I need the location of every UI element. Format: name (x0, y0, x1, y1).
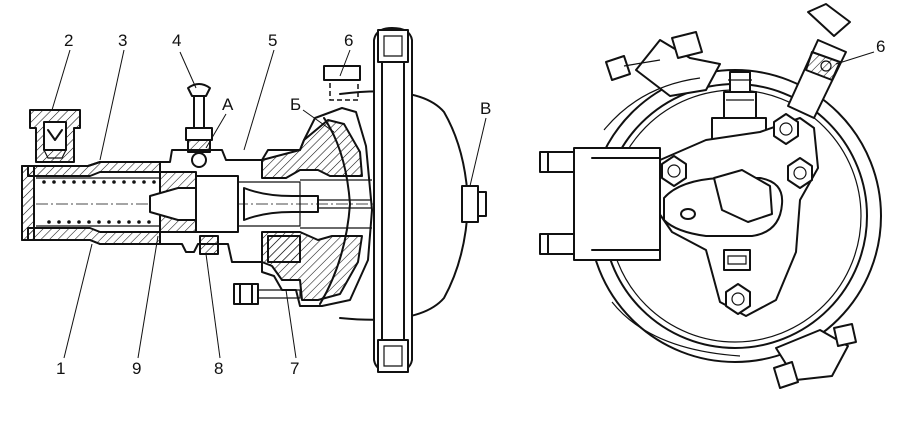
cylinder-wall-bottom (27, 227, 161, 245)
release-lever (787, 3, 851, 119)
cylinder-body-outline (21, 107, 373, 307)
bleeder-valve (185, 83, 213, 168)
label-part-8: 8 (214, 359, 223, 378)
label-1-part-2: 2 (64, 31, 73, 50)
reservoir-fitting (29, 109, 81, 163)
clamp-ear-bottom (773, 323, 857, 389)
label-zone-v: В (480, 99, 491, 118)
label-part-4: 4 (172, 31, 181, 50)
bottom-fitting (723, 249, 751, 271)
label-part-1: 1 (56, 359, 65, 378)
label-part-7: 7 (290, 359, 299, 378)
label-part-6: 6 (344, 31, 353, 50)
plug-body (323, 65, 361, 81)
leader-lines (51, 49, 875, 359)
label-part-9: 9 (132, 359, 141, 378)
label-part-3: 3 (118, 31, 127, 50)
flange-nut-top (773, 113, 799, 145)
sectional-view (21, 27, 487, 373)
callout-labels: 2 3 4 5 6 А Б В 1 9 8 7 6 (56, 31, 885, 378)
side-cylinder (539, 147, 661, 261)
cylinder-end-cap (21, 165, 35, 241)
label-part-5: 5 (268, 31, 277, 50)
coil-spring (36, 177, 160, 227)
plug-hidden-outline (329, 79, 359, 101)
flange-nut-left (661, 155, 687, 187)
cam-boss (713, 169, 773, 223)
flange-nut-bottom (725, 283, 751, 315)
piston-assembly (149, 171, 372, 263)
flange-nut-right (787, 157, 813, 189)
push-rod (461, 185, 487, 223)
label-part-6-end-view: 6 (876, 37, 885, 56)
housing-flange-lower (261, 231, 363, 301)
housing-flange (261, 119, 363, 179)
ring-detail-arc (611, 301, 741, 357)
cam-pin (680, 208, 696, 220)
ring-detail-arc-2 (603, 77, 701, 131)
label-zone-a: А (222, 95, 234, 114)
end-view (539, 3, 882, 389)
clamp-ring (373, 27, 413, 373)
mounting-bolt (233, 283, 301, 305)
clamp-ear-top (605, 31, 721, 97)
label-zone-b: Б (290, 95, 301, 114)
cylinder-wall-top (27, 161, 161, 177)
chamber-dome-inner (319, 117, 351, 305)
